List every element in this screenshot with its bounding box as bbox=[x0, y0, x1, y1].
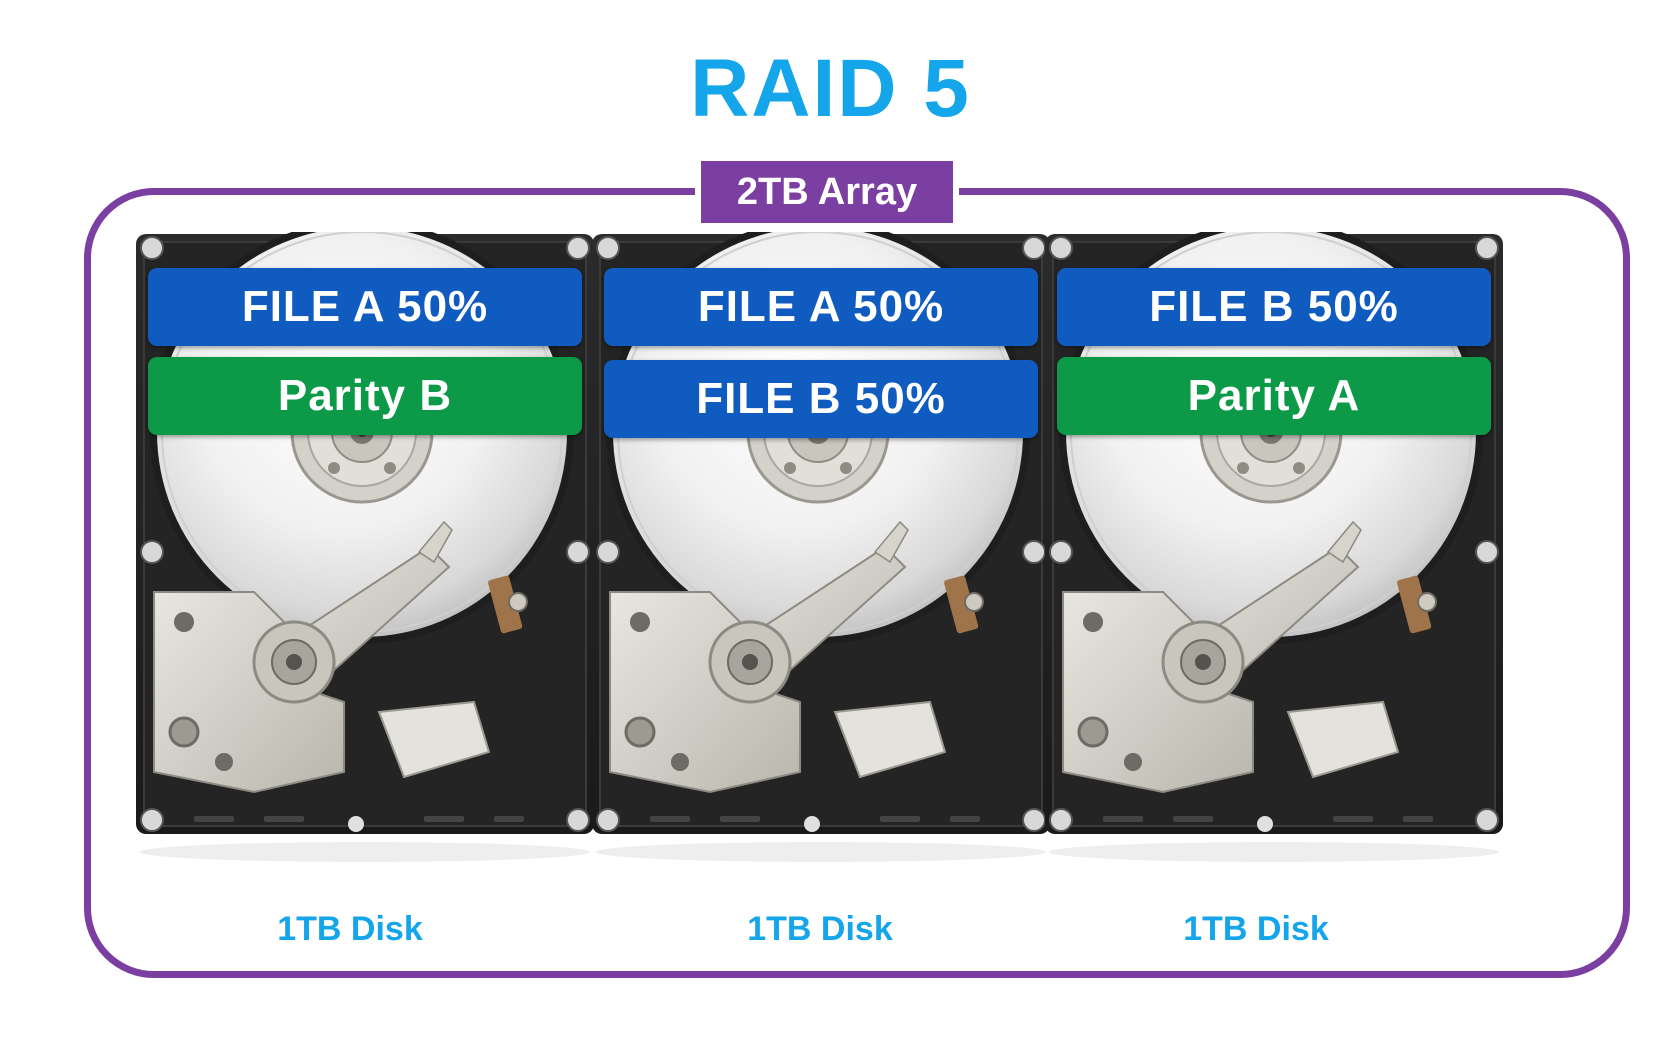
disk-2: FILE A 50% FILE B 50% bbox=[590, 232, 1052, 887]
disk-2-caption: 1TB Disk bbox=[747, 910, 893, 948]
disk-3: FILE B 50% Parity A bbox=[1043, 232, 1505, 887]
disk-3-block-2: Parity A bbox=[1057, 357, 1491, 435]
disk-1-block-1: FILE A 50% bbox=[148, 268, 582, 346]
disk-1: FILE A 50% Parity B bbox=[134, 232, 596, 887]
diagram-title: RAID 5 bbox=[690, 43, 971, 134]
disk-1-block-2: Parity B bbox=[148, 357, 582, 435]
disk-1-caption: 1TB Disk bbox=[277, 910, 423, 948]
disk-3-block-1: FILE B 50% bbox=[1057, 268, 1491, 346]
disk-2-block-1: FILE A 50% bbox=[604, 268, 1038, 346]
disk-2-block-2: FILE B 50% bbox=[604, 360, 1038, 438]
disk-3-caption: 1TB Disk bbox=[1183, 910, 1329, 948]
array-capacity-label: 2TB Array bbox=[695, 155, 959, 229]
